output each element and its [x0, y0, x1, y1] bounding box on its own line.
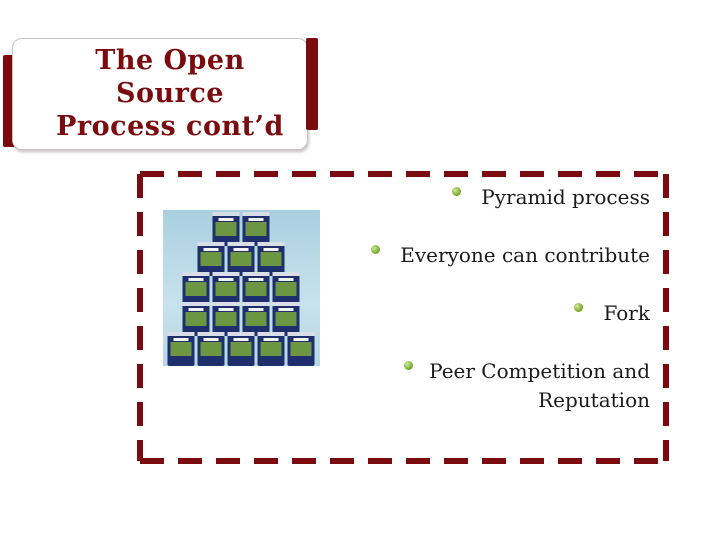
bullet-item: Everyone can contribute — [371, 241, 650, 270]
bullet-icon — [452, 187, 462, 196]
bullet-item: Fork — [574, 299, 650, 328]
slide-title: The Open Source Process cont’d — [56, 45, 284, 142]
bullet-icon — [371, 245, 381, 254]
bullet-item: Peer Competition and Reputation — [404, 357, 650, 415]
bullet-icon — [574, 303, 584, 312]
cans-pyramid-image — [163, 210, 320, 366]
title-accent-right — [306, 38, 318, 130]
bullet-icon — [404, 361, 413, 370]
bullet-item: Pyramid process — [452, 183, 650, 212]
